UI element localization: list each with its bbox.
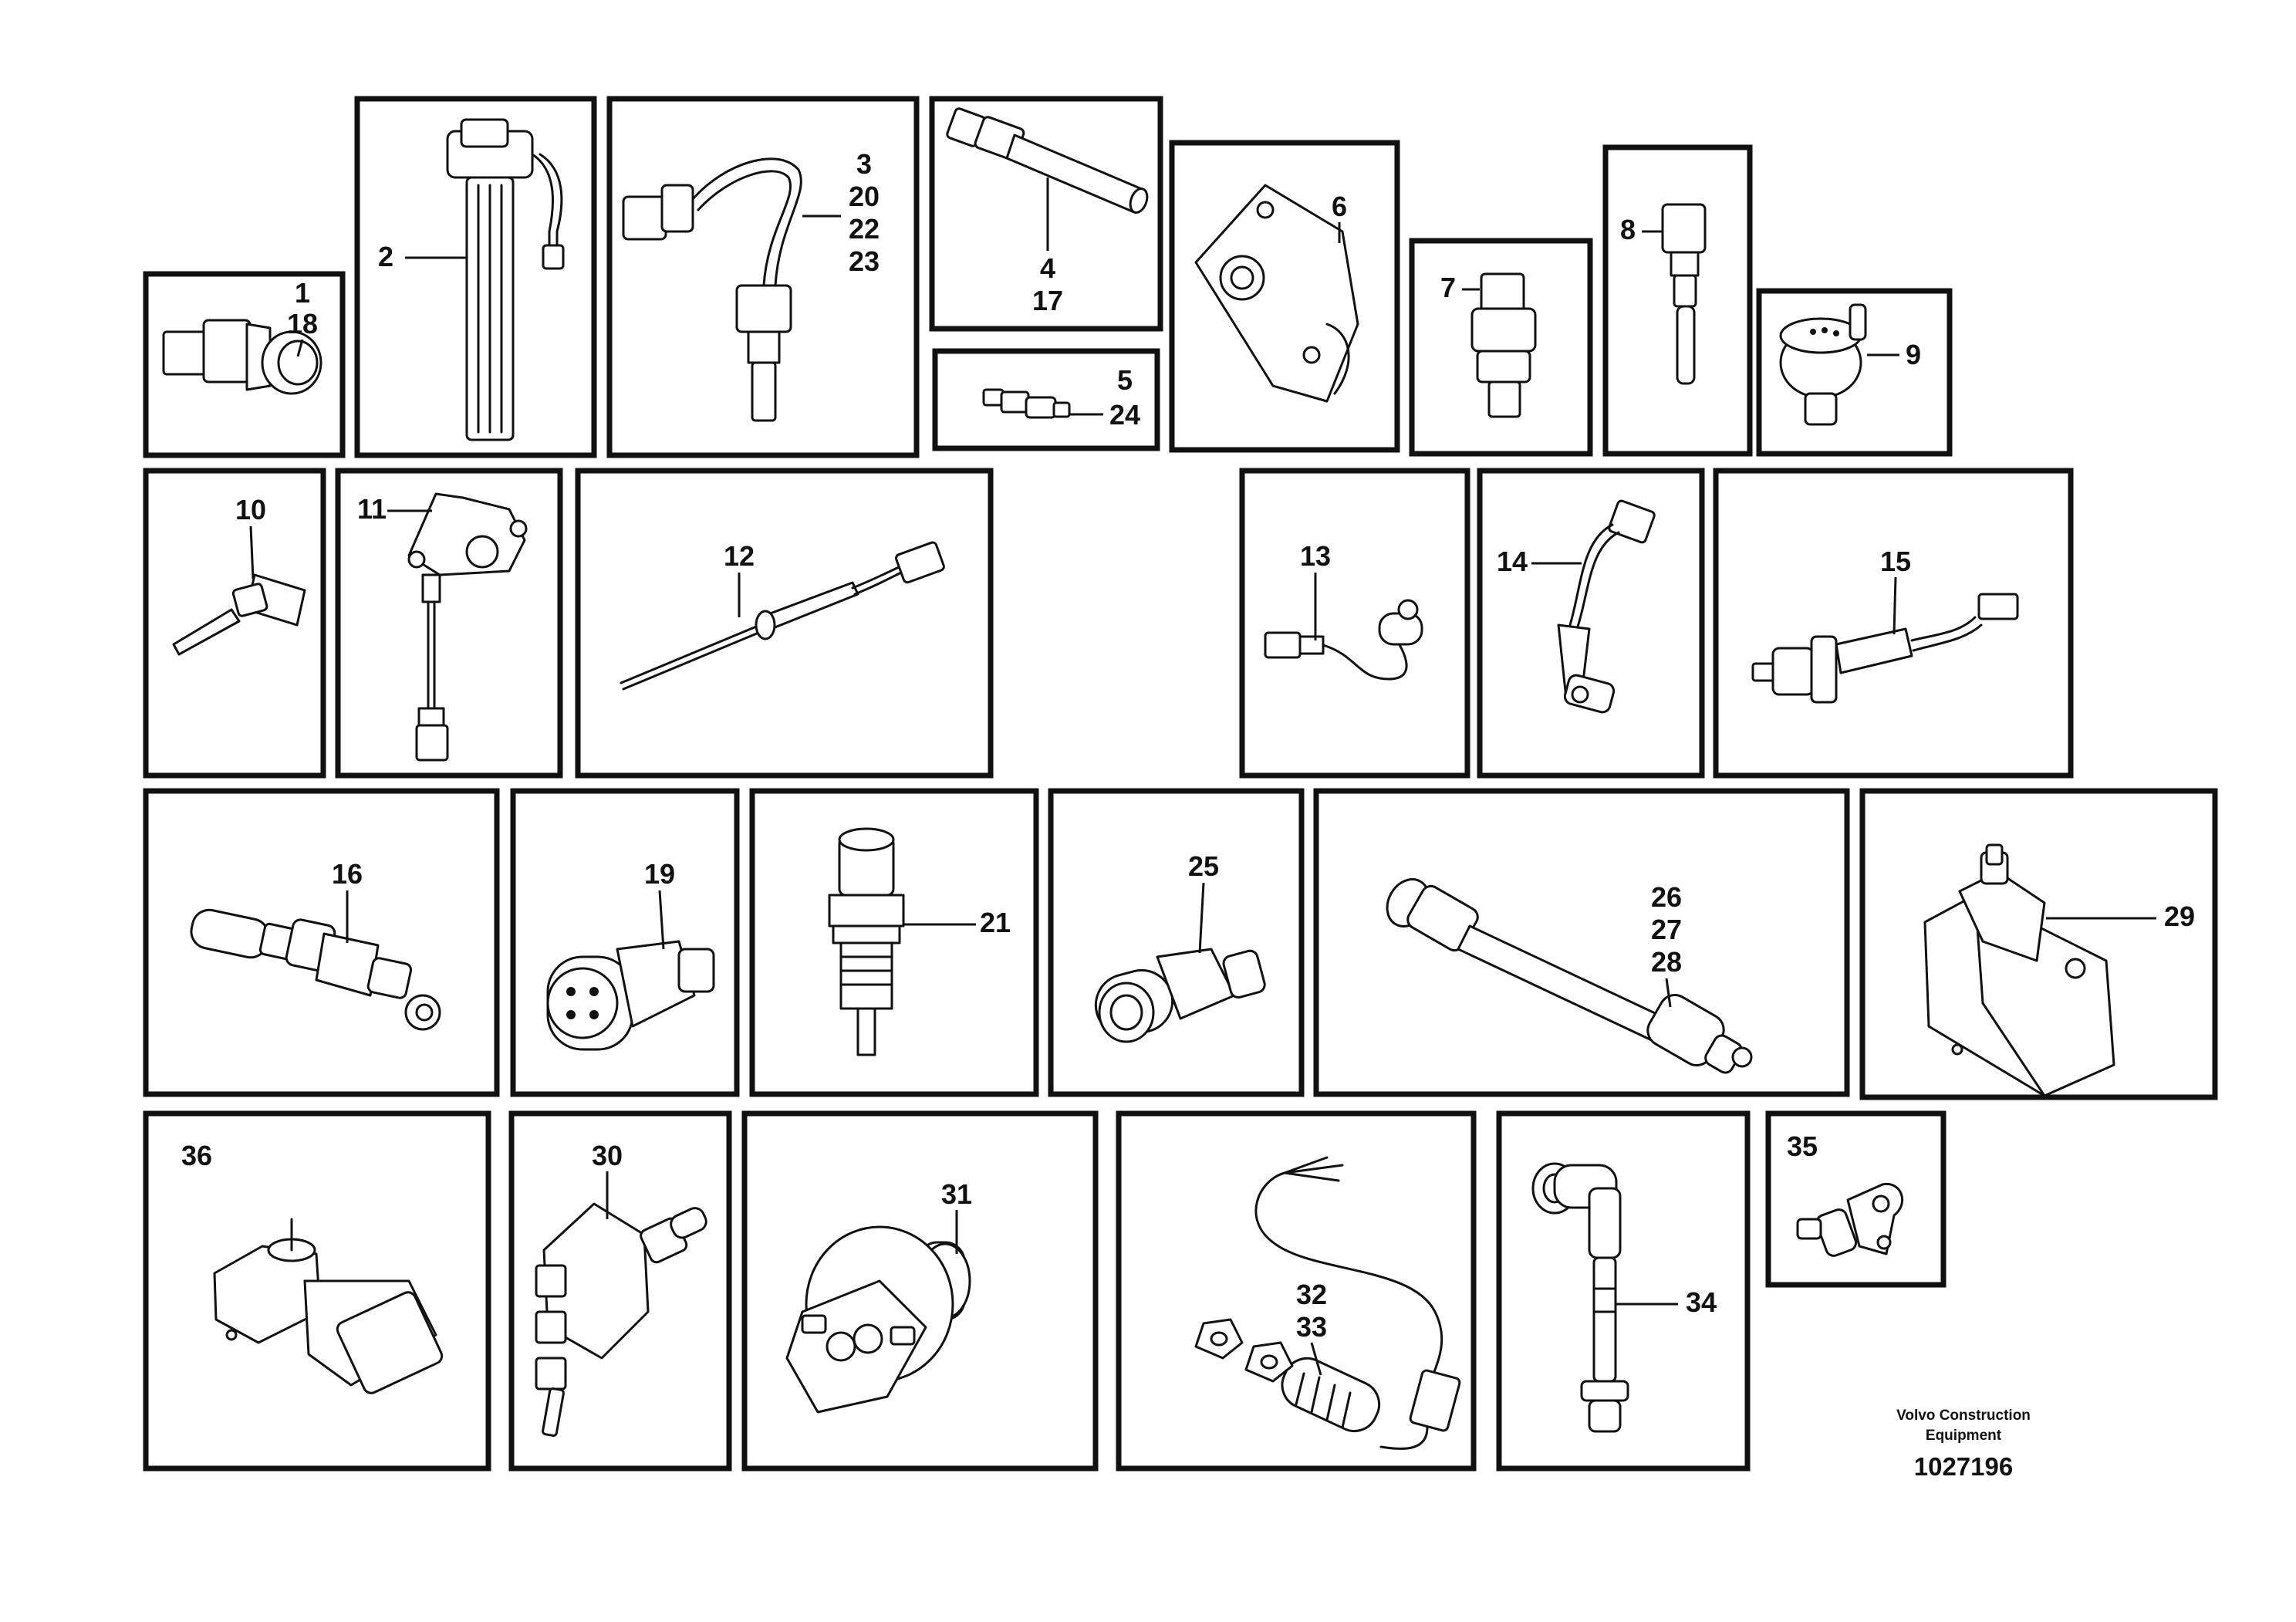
label-17: 17 — [1032, 285, 1063, 316]
label-29: 29 — [2164, 901, 2195, 932]
label-7: 7 — [1440, 272, 1456, 303]
temperature-probe-illustration — [946, 107, 1149, 214]
panel-item-7: 7 — [1409, 238, 1593, 457]
connector-sensor-illustration — [546, 940, 715, 1051]
small-sensor-illustration — [982, 388, 1071, 419]
small-flange-sensor-illustration — [1796, 1183, 1904, 1257]
panel-item-2: 2 — [354, 96, 597, 458]
panel-item-9: 9 — [1756, 288, 1953, 457]
label-1: 1 — [295, 277, 310, 309]
elbow-sensor-illustration — [1531, 1162, 1629, 1433]
label-36: 36 — [181, 1140, 212, 1171]
throttle-position-sensor-illustration — [1194, 184, 1359, 403]
pressure-switch-illustration — [1470, 272, 1537, 418]
label-19: 19 — [644, 858, 675, 890]
panel-item-1-18: 1 18 — [143, 271, 346, 458]
label-15: 15 — [1880, 546, 1911, 577]
label-35: 35 — [1787, 1130, 1818, 1162]
company-name-line-2: Equipment — [1926, 1428, 2002, 1444]
label-3: 3 — [856, 148, 872, 180]
map-sensor-illustration — [213, 1218, 444, 1394]
label-8: 8 — [1620, 214, 1636, 245]
panel-item-19: 19 — [510, 788, 740, 1097]
label-20: 20 — [849, 181, 880, 212]
drawing-number: 1027196 — [1914, 1452, 2013, 1481]
angled-sensor-illustration — [1094, 948, 1266, 1043]
pressure-sensor-long-illustration — [190, 908, 441, 1031]
panel-item-13: 13 — [1239, 468, 1470, 779]
label-2: 2 — [378, 241, 393, 272]
pressure-sender-illustration — [1779, 303, 1867, 426]
panel-item-16: 16 — [143, 788, 500, 1097]
label-11: 11 — [357, 493, 387, 525]
label-33: 33 — [1296, 1311, 1327, 1343]
switch-sensor-illustration — [535, 1202, 707, 1437]
label-27: 27 — [1651, 914, 1682, 945]
label-4: 4 — [1040, 252, 1055, 284]
panel-item-8: 8 — [1602, 144, 1753, 457]
label-24: 24 — [1109, 399, 1140, 431]
panel-item-5-24: 5 24 — [932, 348, 1160, 451]
panel-item-32-33: 32 33 — [1116, 1110, 1477, 1472]
speed-sensor-with-lead-illustration — [1557, 499, 1656, 714]
temperature-sensor-with-cable-illustration — [622, 157, 802, 422]
panel-item-26-27-28: 26 27 28 — [1313, 788, 1850, 1097]
label-28: 28 — [1651, 946, 1682, 978]
panel-item-30: 30 — [508, 1110, 732, 1472]
panel-item-15: 15 — [1713, 468, 2074, 779]
panel-item-35: 35 — [1765, 1110, 1947, 1288]
label-14: 14 — [1497, 546, 1528, 577]
extended-sensor-illustration — [1386, 878, 1753, 1074]
panel-item-6: 6 — [1169, 140, 1400, 453]
connector-pressure-sensor-illustration — [785, 1225, 971, 1414]
panel-item-21: 21 — [749, 788, 1039, 1097]
panel-item-14: 14 — [1477, 468, 1705, 779]
label-31: 31 — [941, 1178, 972, 1210]
label-16: 16 — [332, 858, 363, 890]
label-18: 18 — [287, 308, 318, 340]
label-5: 5 — [1117, 364, 1133, 396]
label-21: 21 — [980, 907, 1011, 938]
panel-item-36: 36 — [143, 1110, 491, 1472]
label-10: 10 — [235, 494, 266, 525]
label-26: 26 — [1651, 881, 1682, 913]
label-23: 23 — [849, 245, 880, 277]
label-34: 34 — [1686, 1286, 1717, 1318]
panel-item-31: 31 — [741, 1110, 1099, 1472]
pressure-sensor-with-lead-illustration — [1751, 593, 2019, 704]
panel-item-11: 11 — [335, 468, 563, 779]
crank-sensor-with-lead-illustration — [1264, 599, 1423, 681]
label-32: 32 — [1296, 1279, 1327, 1310]
panel-item-25: 25 — [1048, 788, 1305, 1097]
company-name-line-1: Volvo Construction — [1896, 1407, 2031, 1424]
speed-sensor-illustration — [1661, 203, 1707, 385]
fuel-level-sender-illustration — [446, 118, 565, 441]
label-25: 25 — [1188, 850, 1219, 882]
panel-item-3-20-22-23: 3 20 22 23 — [606, 96, 920, 458]
box-sensor-illustration — [1923, 843, 2115, 1097]
probe-sensor-with-cable-illustration — [620, 541, 945, 691]
temperature-sensor-flange-illustration — [172, 573, 306, 656]
label-9: 9 — [1906, 339, 1921, 370]
threaded-temperature-sensor-illustration — [828, 827, 905, 1056]
label-6: 6 — [1332, 191, 1347, 222]
position-sensor-with-lead-illustration — [407, 492, 528, 762]
panel-item-29: 29 — [1859, 788, 2218, 1100]
sensor-with-nuts-illustration — [1194, 1156, 1461, 1450]
label-30: 30 — [592, 1140, 623, 1171]
drawing-footer: Volvo Construction Equipment 1027196 — [1896, 1407, 2031, 1481]
panel-item-4-17: 4 17 — [929, 96, 1163, 332]
label-13: 13 — [1300, 540, 1331, 572]
panel-item-34: 34 — [1496, 1110, 1751, 1472]
panel-item-12: 12 — [575, 468, 994, 779]
pressure-sensor-illustration — [162, 319, 322, 395]
label-12: 12 — [724, 540, 755, 572]
label-22: 22 — [849, 213, 880, 245]
panel-item-10: 10 — [143, 468, 326, 779]
